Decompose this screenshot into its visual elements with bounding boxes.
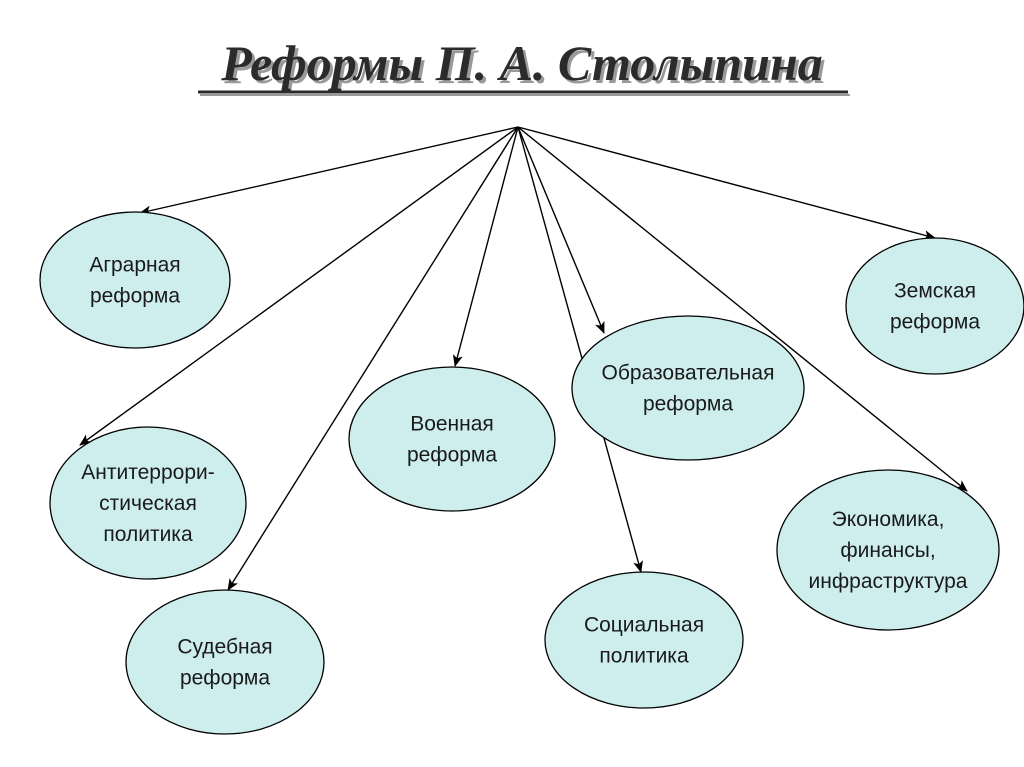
diagram-title: Реформы П. А. Столыпина Реформы П. А. Ст… — [198, 35, 850, 96]
arrow-to-agrarian — [139, 126, 519, 216]
node-ellipse-judicial — [125, 589, 325, 735]
node-ellipse-antiterror — [49, 426, 247, 580]
node-ellipse-military — [348, 366, 556, 512]
node-label-judicial-0: Судебная — [177, 636, 272, 659]
node-label-zemstvo-0: Земская — [894, 280, 976, 303]
node-label-social-1: политика — [599, 645, 689, 668]
node-label-antiterror-1: стическая — [99, 492, 197, 515]
node-label-antiterror-0: Антитеррори- — [81, 461, 214, 484]
node-label-military-1: реформа — [407, 444, 497, 467]
node-label-zemstvo-1: реформа — [890, 311, 980, 334]
arrow-to-education — [517, 126, 605, 334]
node-antiterror: Антитеррори-стическая политика — [49, 426, 247, 580]
node-social: Социальная политика — [544, 571, 744, 709]
node-economy: Экономика, финансы, инфраструктура — [776, 469, 1000, 631]
node-zemstvo: Земская реформа — [845, 237, 1024, 375]
node-ellipse-agrarian — [39, 211, 231, 349]
node-label-agrarian-0: Аграрная — [89, 254, 180, 277]
node-label-agrarian-1: реформа — [90, 285, 180, 308]
arrow-to-economy — [517, 126, 968, 492]
node-label-economy-2: инфраструктура — [809, 570, 968, 593]
node-label-social-0: Социальная — [584, 614, 704, 637]
arrow-to-zemstvo — [517, 126, 936, 241]
node-ellipse-economy — [776, 469, 1000, 631]
title-text: Реформы П. А. Столыпина — [220, 35, 822, 91]
arrow-to-judicial — [227, 126, 519, 591]
node-label-economy-1: финансы, — [840, 539, 935, 562]
node-ellipse-social — [544, 571, 744, 709]
node-label-judicial-1: реформа — [180, 667, 270, 690]
node-education: Образовательная реформа — [571, 315, 805, 461]
title-shadow: Реформы П. А. Столыпина — [223, 38, 825, 94]
node-label-antiterror-2: политика — [103, 523, 193, 546]
node-military: Военная реформа — [348, 366, 556, 512]
arrow-to-military — [452, 126, 519, 367]
node-label-military-0: Военная — [410, 413, 494, 436]
arrow-to-social — [517, 126, 643, 573]
node-agrarian: Аграрная реформа — [39, 211, 231, 349]
arrow-to-antiterror — [79, 126, 519, 446]
connector-arrows — [79, 126, 968, 591]
node-label-economy-0: Экономика, — [832, 508, 945, 531]
node-ellipse-zemstvo — [845, 237, 1024, 375]
node-label-education-0: Образовательная — [602, 362, 775, 385]
node-judicial: Судебная реформа — [125, 589, 325, 735]
node-ellipse-education — [571, 315, 805, 461]
node-label-education-1: реформа — [643, 393, 733, 416]
